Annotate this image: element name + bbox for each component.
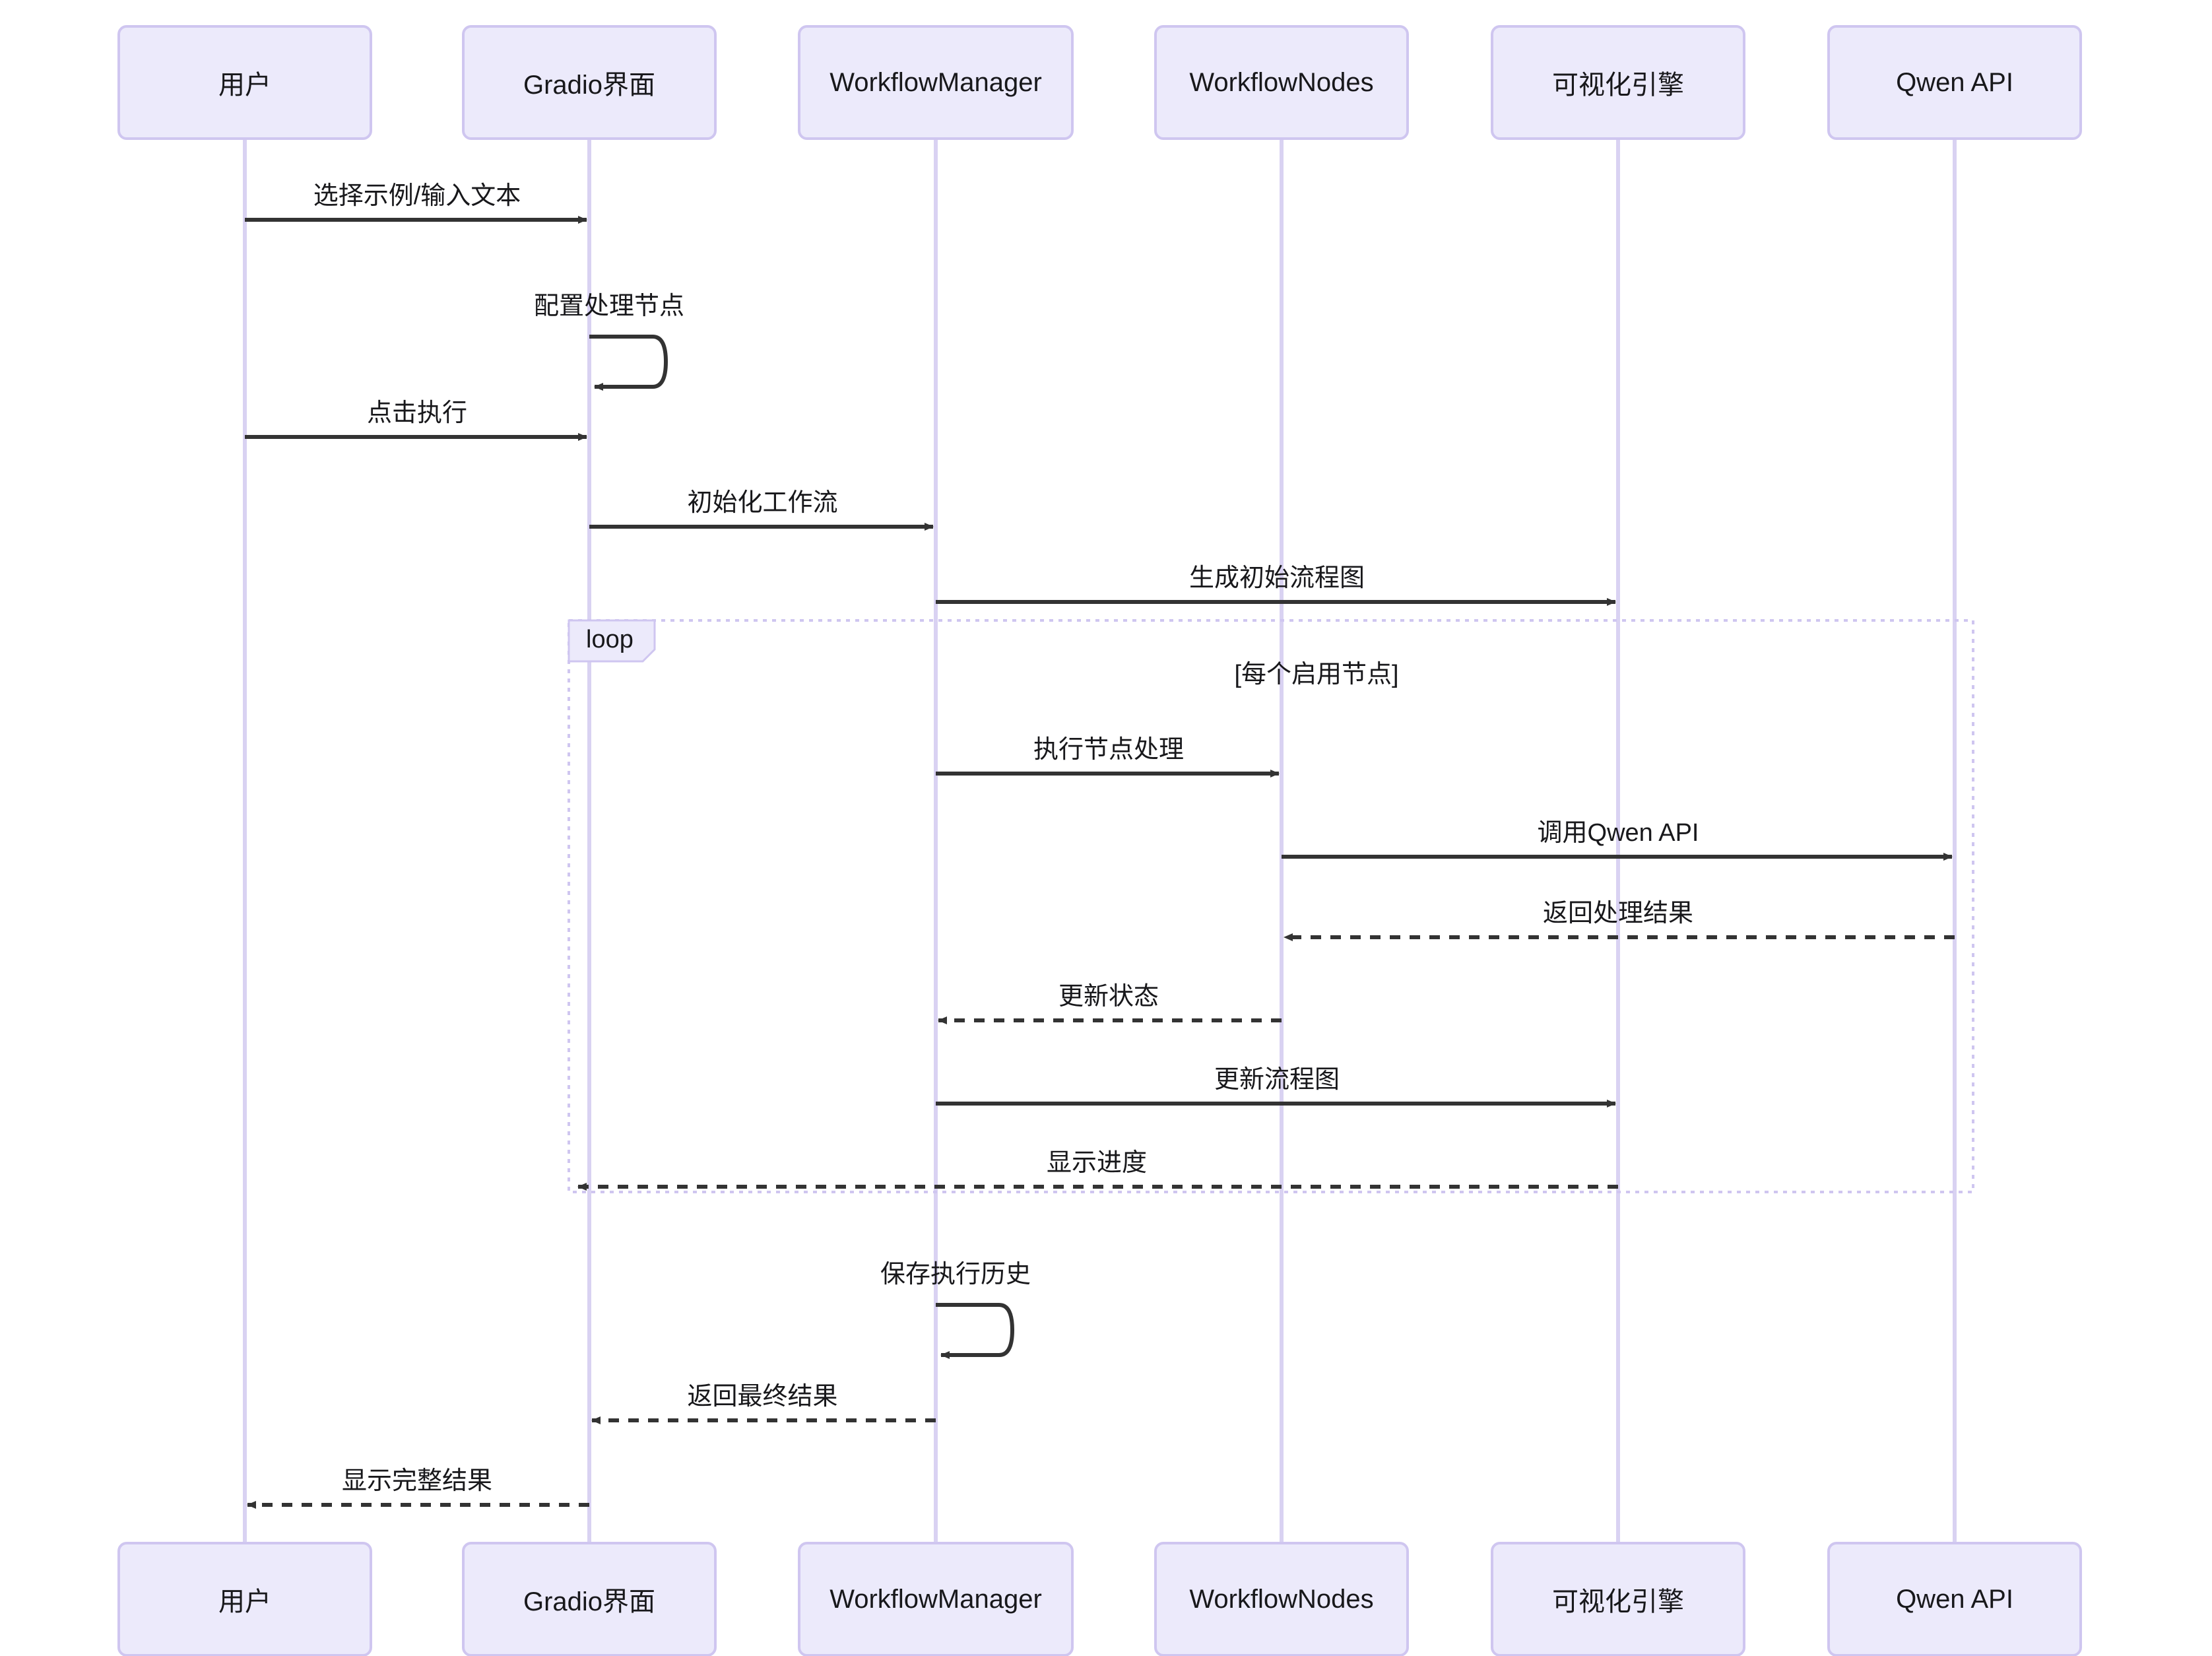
participant-box-wfn-top[interactable] xyxy=(1154,25,1409,140)
lifelines-group xyxy=(243,139,1957,1543)
loop-keyword: loop xyxy=(586,626,634,653)
message-label-m6: 执行节点处理 xyxy=(1033,736,1185,764)
loop-keyword-box xyxy=(568,619,656,663)
participant-box-gradio-bottom[interactable] xyxy=(462,1542,717,1656)
message-label-m1: 选择示例/输入文本 xyxy=(313,182,521,210)
participant-box-viz-bottom[interactable] xyxy=(1491,1542,1745,1656)
messages-group xyxy=(245,216,1955,1509)
message-label-m11: 显示进度 xyxy=(1046,1149,1148,1177)
message-label-m13: 返回最终结果 xyxy=(687,1383,838,1410)
loop-frame xyxy=(568,619,1974,1193)
participant-box-qwen-bottom[interactable] xyxy=(1827,1542,2082,1656)
participant-box-wfm-bottom[interactable] xyxy=(798,1542,1074,1656)
participant-box-wfm-top[interactable] xyxy=(798,25,1074,140)
self-message-m12 xyxy=(936,1303,1015,1359)
participant-box-qwen-top[interactable] xyxy=(1827,25,2082,140)
participant-box-user-bottom[interactable] xyxy=(117,1542,372,1656)
message-label-m8: 返回处理结果 xyxy=(1542,900,1694,927)
self-message-m2 xyxy=(589,335,668,391)
message-label-m9: 更新状态 xyxy=(1058,983,1159,1010)
message-label-m10: 更新流程图 xyxy=(1214,1066,1340,1094)
participant-box-gradio-top[interactable] xyxy=(462,25,717,140)
message-label-m14: 显示完整结果 xyxy=(341,1467,493,1495)
participant-boxes-group xyxy=(117,25,2082,1656)
message-label-m7: 调用Qwen API xyxy=(1537,819,1699,847)
message-label-m12: 保存执行历史 xyxy=(880,1261,1031,1288)
message-label-m4: 初始化工作流 xyxy=(687,489,838,517)
participant-box-user-top[interactable] xyxy=(117,25,372,140)
message-label-m5: 生成初始流程图 xyxy=(1188,564,1365,592)
participant-box-viz-top[interactable] xyxy=(1491,25,1745,140)
participant-box-wfn-bottom[interactable] xyxy=(1154,1542,1409,1656)
loop-frame-group xyxy=(568,619,1974,1193)
message-label-m3: 点击执行 xyxy=(366,399,468,427)
message-label-m2: 配置处理节点 xyxy=(533,292,685,320)
loop-condition: [每个启用节点] xyxy=(1234,661,1399,688)
